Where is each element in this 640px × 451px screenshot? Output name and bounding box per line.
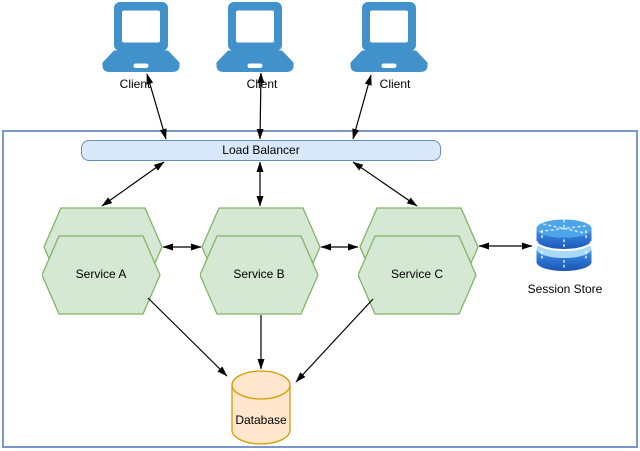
system-boundary xyxy=(2,130,638,448)
service-c-label: Service C xyxy=(390,267,443,281)
session-store-label: Session Store xyxy=(527,282,603,296)
client-label: Client xyxy=(246,77,278,91)
laptop-icon xyxy=(350,2,428,72)
service-a-hexagon-shape xyxy=(42,207,163,315)
service-a-label: Service A xyxy=(75,267,127,281)
client-label: Client xyxy=(379,77,411,91)
client-label: Client xyxy=(119,77,151,91)
database-cylinder-icon xyxy=(231,370,291,445)
service-b-hexagon-shape xyxy=(200,207,321,315)
service-b-label: Service B xyxy=(233,267,285,281)
service-c-hexagon-shape xyxy=(358,207,479,315)
database-label: Database xyxy=(235,413,287,427)
load-balancer-node: Load Balancer xyxy=(81,140,441,161)
laptop-icon xyxy=(216,2,294,72)
laptop-icon xyxy=(102,2,180,72)
session-store-icon xyxy=(535,219,593,271)
